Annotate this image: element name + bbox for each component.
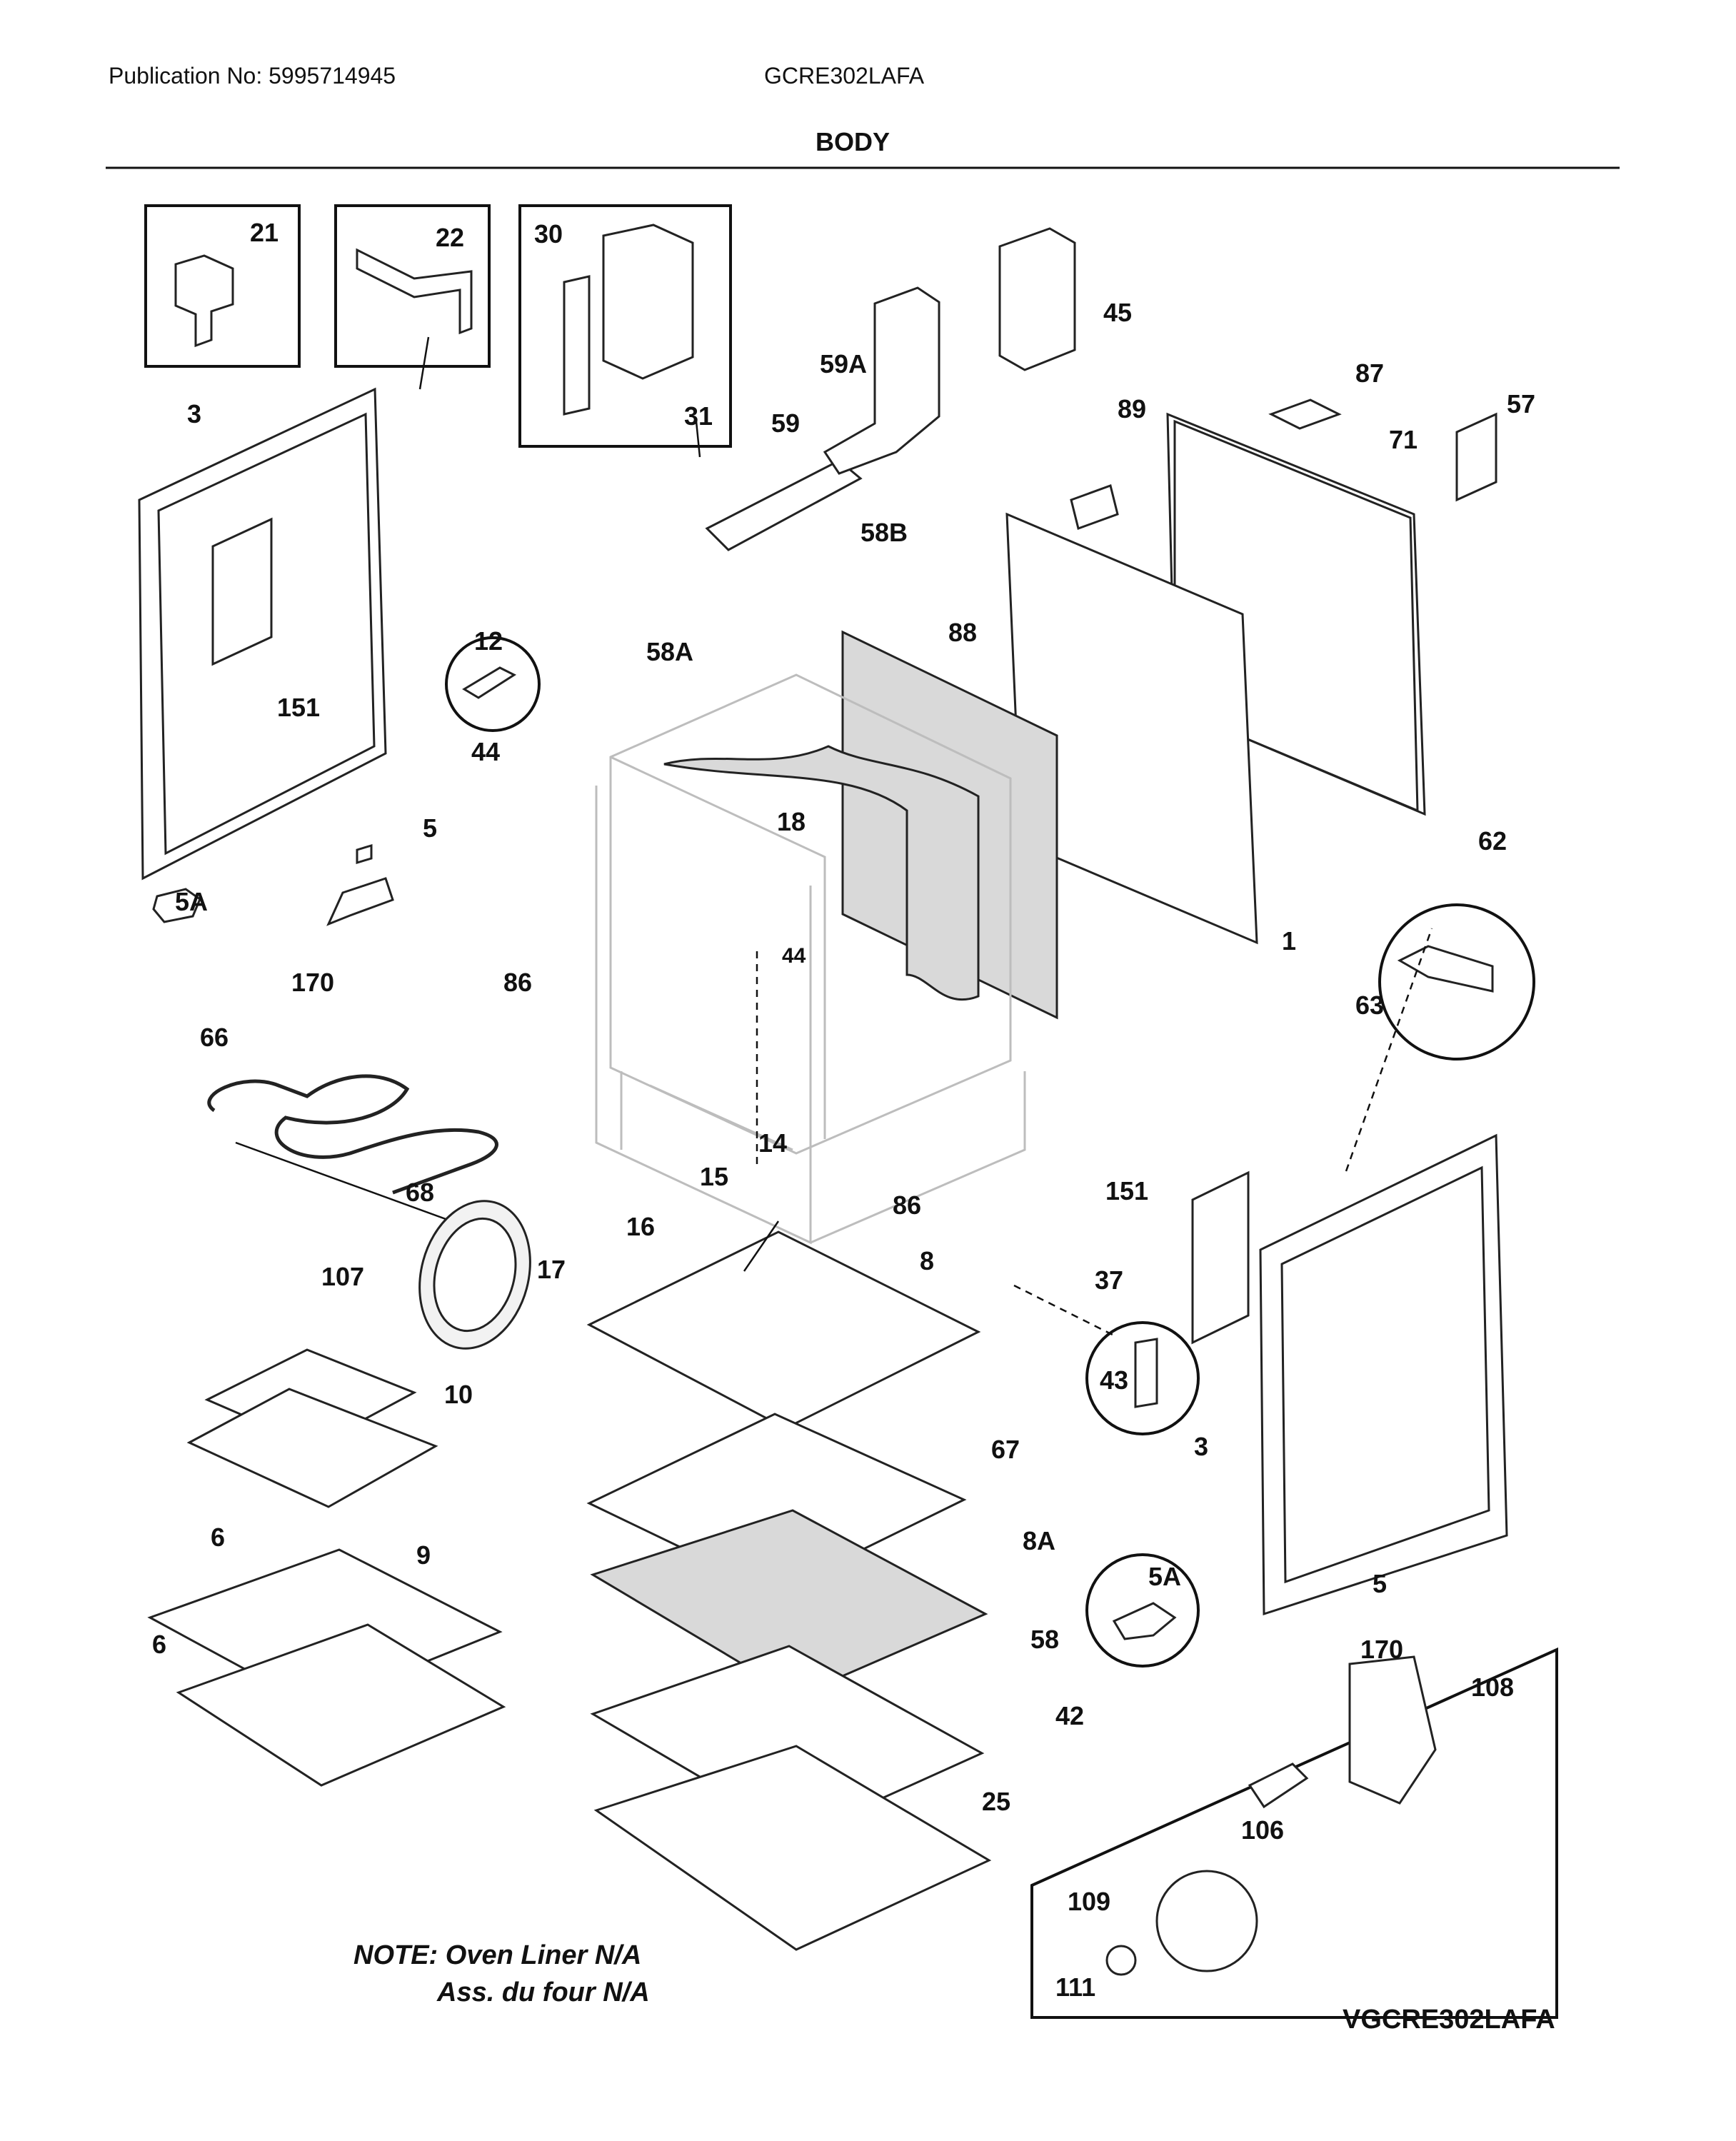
- part-label: 108: [1471, 1673, 1514, 1702]
- part-label: 88: [948, 618, 977, 647]
- part-label: 5A: [175, 887, 208, 916]
- side-panel-right: [1191, 1133, 1508, 1616]
- part-label: 17: [537, 1255, 566, 1284]
- side-panel-left: [138, 387, 387, 881]
- part-label: 58B: [861, 518, 908, 547]
- part-label: 86: [503, 968, 532, 997]
- part-label: 62: [1478, 826, 1507, 856]
- part-label: 1: [1282, 926, 1296, 956]
- part-label: 58: [1030, 1625, 1059, 1654]
- part-label: 66: [200, 1023, 229, 1052]
- part-label: 59: [771, 408, 800, 438]
- part-label: 3: [187, 399, 201, 428]
- part-label: 86: [893, 1190, 921, 1220]
- inset-box-30-31: [518, 204, 732, 448]
- inset-box-21: [144, 204, 301, 368]
- part-label: 57: [1507, 389, 1535, 418]
- part-label: 8A: [1023, 1526, 1055, 1555]
- part-label: 44: [782, 944, 806, 968]
- part-label: 43: [1100, 1365, 1128, 1395]
- leveling-leg-left: [152, 843, 394, 926]
- oven-racks: [147, 1548, 506, 1787]
- part-label: 109: [1068, 1887, 1110, 1916]
- insulation-wrap: [609, 630, 1058, 1155]
- note-line-1: NOTE: Oven Liner N/A: [353, 1940, 641, 1970]
- leader-lines: [418, 336, 1433, 1337]
- part-label: 170: [291, 968, 334, 997]
- oven-cavity-ghost: [595, 786, 1026, 1245]
- part-label: 44: [471, 737, 500, 766]
- inset-circle-62-63: [1378, 903, 1535, 1061]
- part-label: 68: [406, 1178, 434, 1207]
- fan-cover: [418, 1200, 531, 1350]
- inset-circle-43: [1085, 1321, 1200, 1435]
- part-label: 5A: [1148, 1562, 1181, 1591]
- model-number: GCRE302LAFA: [764, 63, 925, 89]
- part-label: 106: [1241, 1815, 1284, 1845]
- inset-model-code: VGCRE302LAFA: [1343, 2005, 1555, 2035]
- publication-number: Publication No: 5995714945: [109, 63, 396, 89]
- section-title: BODY: [816, 127, 890, 156]
- part-label: 31: [684, 401, 713, 431]
- part-label: 9: [416, 1540, 431, 1570]
- part-label: 58A: [646, 637, 693, 666]
- oven-bottom-stack: [586, 1230, 992, 1951]
- part-label: 5: [423, 813, 437, 843]
- part-label: 37: [1095, 1265, 1123, 1295]
- part-label: 25: [982, 1787, 1010, 1816]
- part-label: 89: [1118, 394, 1146, 423]
- part-label: 87: [1355, 358, 1384, 388]
- part-label: 151: [1105, 1176, 1148, 1205]
- part-label: 18: [777, 807, 806, 836]
- part-label: 10: [444, 1380, 473, 1409]
- part-label: 12: [474, 626, 503, 656]
- part-label: 67: [991, 1435, 1020, 1464]
- part-label: 21: [250, 218, 279, 247]
- part-label: 71: [1389, 425, 1418, 454]
- part-label: 6: [152, 1630, 166, 1659]
- part-number-labels: 21 22 30 31 45 59A 59 87 57 89 71 3 151 …: [152, 218, 1535, 2002]
- part-label: 30: [534, 219, 563, 249]
- convection-fan-inset: [1030, 1647, 1558, 2019]
- part-label: 63: [1355, 991, 1384, 1020]
- part-label: 170: [1360, 1635, 1403, 1664]
- broil-pan: [186, 1348, 438, 1508]
- part-label: 111: [1055, 1972, 1095, 2002]
- part-label: 42: [1055, 1701, 1084, 1730]
- part-label: 3: [1194, 1432, 1208, 1461]
- inset-circle-5A: [1085, 1553, 1200, 1668]
- broil-element: [207, 1074, 498, 1230]
- note-line-2: Ass. du four N/A: [436, 1977, 650, 2007]
- part-label: 151: [277, 693, 320, 722]
- part-label: 14: [758, 1128, 787, 1158]
- part-label: 6: [211, 1523, 225, 1552]
- part-label: 15: [700, 1162, 728, 1191]
- part-label: 22: [436, 223, 464, 252]
- inset-box-22: [334, 204, 491, 368]
- part-label: 16: [626, 1212, 655, 1241]
- part-label: 8: [920, 1246, 934, 1275]
- inset-circle-12: [445, 636, 541, 732]
- part-label: 5: [1373, 1569, 1387, 1598]
- part-label: 107: [321, 1262, 364, 1291]
- duct-assembly: [705, 227, 1076, 551]
- part-label: 59A: [820, 349, 867, 378]
- part-label: 45: [1103, 298, 1132, 327]
